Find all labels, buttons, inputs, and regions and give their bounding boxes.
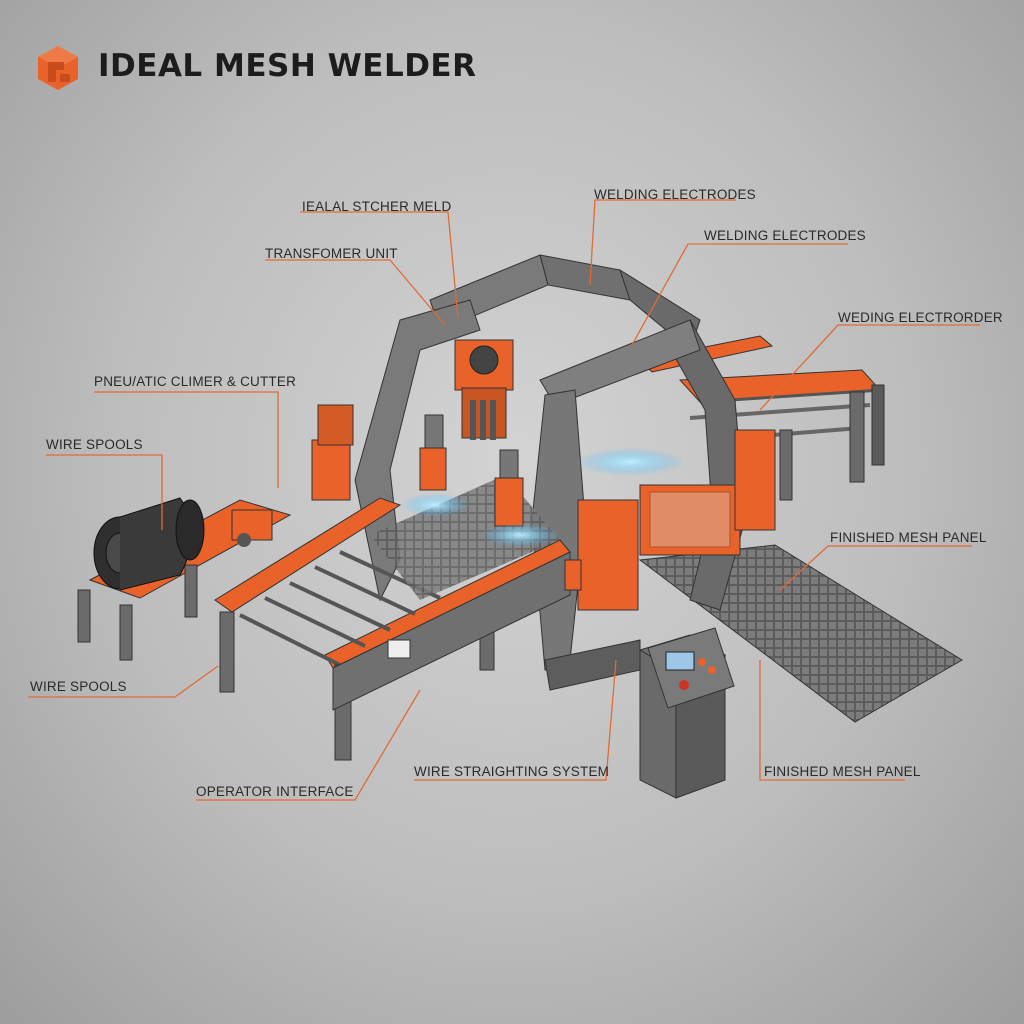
label-operator-interface: OPERATOR INTERFACE xyxy=(196,784,354,799)
wire-spool-stand xyxy=(77,497,292,661)
label-wire-spools-top: WIRE SPOOLS xyxy=(46,437,143,452)
brand-title: IDEAL MESH WELDER xyxy=(98,48,477,84)
label-wire-spools-bottom: WIRE SPOOLS xyxy=(30,679,127,694)
side-cabinets xyxy=(311,404,776,611)
label-pneumatic-climber-cutter: PNEU/ATIC CLIMER & CUTTER xyxy=(94,374,297,389)
label-welding-electrodes-2: WELDING ELECTRODES xyxy=(704,228,866,243)
operator-console xyxy=(638,627,735,799)
leader-lines xyxy=(28,199,980,801)
label-transformer-unit: TRANSFOMER UNIT xyxy=(265,246,398,261)
transformer-unit xyxy=(454,339,514,440)
label-welding-electrorder: WEDING ELECTRORDER xyxy=(838,310,1003,325)
label-finished-mesh-panel-top: FINISHED MESH PANEL xyxy=(830,530,987,545)
welding-electrodes xyxy=(400,414,685,547)
label-ideal-stitcher-meld: IEALAL STCHER MELD xyxy=(302,199,452,214)
label-wire-straightening-system: WIRE STRAIGHTING SYSTEM xyxy=(414,764,610,779)
label-welding-electrodes-1: WELDING ELECTRODES xyxy=(594,187,756,202)
label-finished-mesh-panel-bottom: FINISHED MESH PANEL xyxy=(764,764,921,779)
brand-logo-icon xyxy=(38,46,78,90)
